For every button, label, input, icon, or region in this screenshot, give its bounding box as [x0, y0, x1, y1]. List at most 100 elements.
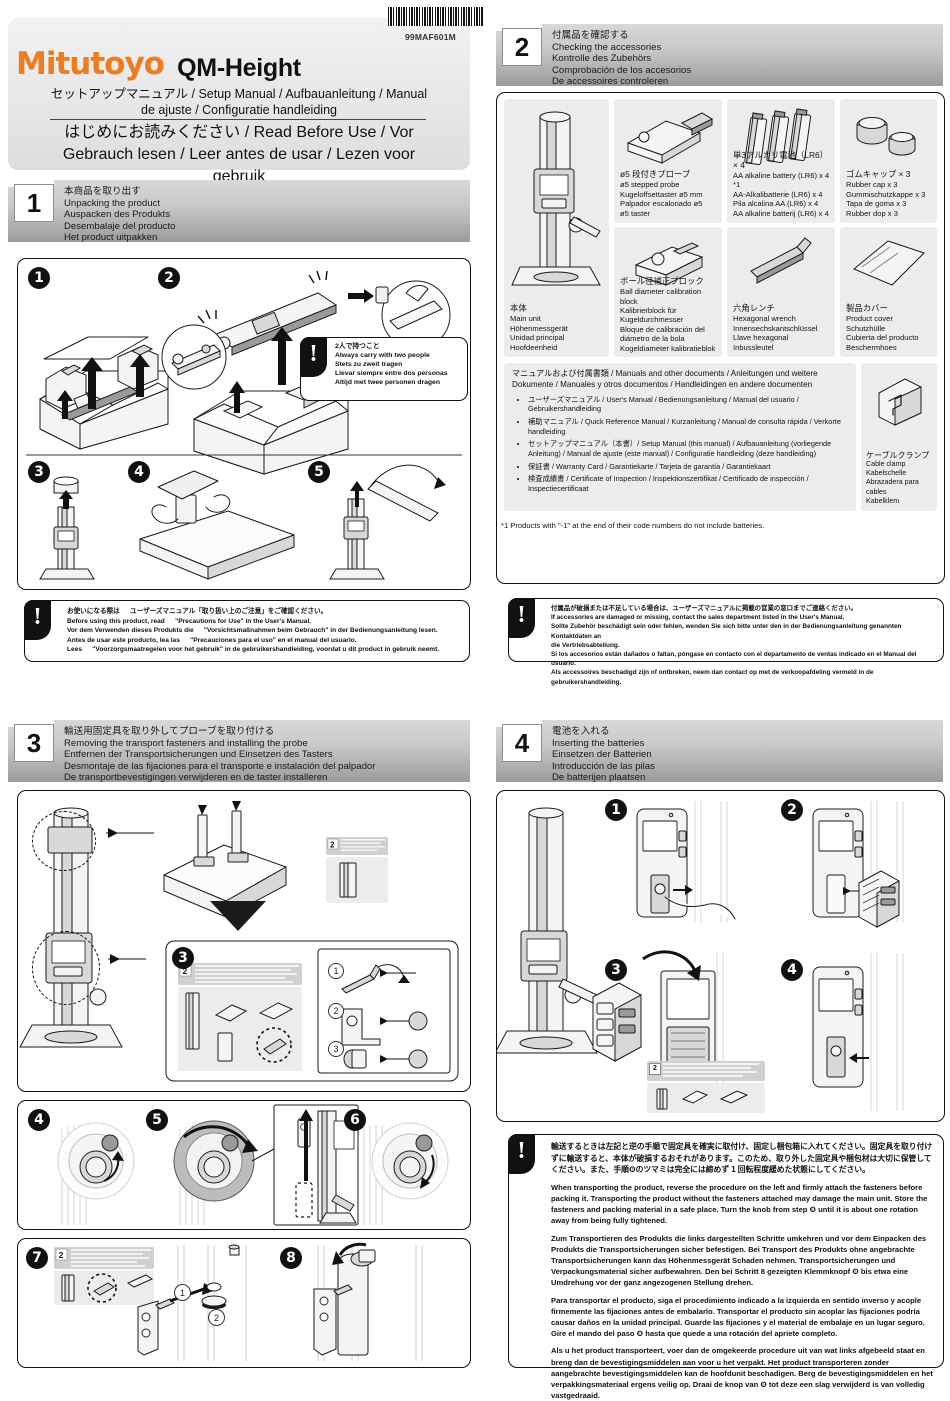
- document-item: 保証書 / Warranty Card / Garantiekarte / Ta…: [528, 462, 850, 471]
- barcode: [388, 7, 483, 26]
- step-badge-2: 2: [781, 799, 803, 821]
- caution-accessories: 付属品が破損または不足している場合は、ユーザーズマニュアルに掲載の営業の窓口まで…: [508, 597, 944, 686]
- caution-transport-en: When transporting the product, reverse t…: [551, 1182, 928, 1226]
- section-1-illustrations: 1 2 3 4 5 2人で持つこと Always carry with two …: [17, 258, 471, 590]
- section-3-title: 輸送用固定具を取り外してプローブを取り付ける Removing the tran…: [64, 726, 376, 784]
- substep-3: 3: [328, 1041, 344, 1057]
- product-cover-artwork: [853, 240, 925, 286]
- documents-list: ユーザーズマニュアル / User's Manual / Bedienungsa…: [518, 395, 850, 493]
- step-badge-2: 2: [158, 267, 180, 289]
- cable-clamp-artwork: [878, 378, 922, 426]
- mini-ref-artwork: [656, 1088, 749, 1110]
- manual-type-languages: セットアップマニュアル / Setup Manual / Aufbauanlei…: [50, 87, 428, 117]
- section-4-header: 4 電池を入れる Inserting the batteries Einsetz…: [496, 720, 943, 784]
- section-3-top-panel: 2 2: [17, 790, 471, 1092]
- exclamation-icon: [24, 599, 51, 640]
- section-4-panel: 1 2 3 4 2: [496, 790, 945, 1122]
- section-3-bottom-artwork: 2: [54, 1242, 423, 1361]
- step-badge-5: 5: [146, 1109, 168, 1131]
- section-2-title: 付属品を確認する Checking the accessories Kontro…: [552, 30, 692, 88]
- section-1-title: 本商品を取り出す Unpacking the product Auspacken…: [64, 186, 176, 244]
- caution-transport-jp: 輸送するときは左記と逆の手順で固定具を確実に取付け、固定し梱包箱に入れてください…: [551, 1142, 933, 1175]
- step-badge-3: 3: [605, 959, 627, 981]
- document-item: 検査成績書 / Certificate of Inspection / Insp…: [528, 474, 850, 493]
- highlight-top-fastener: [32, 811, 96, 871]
- section-2-header: 2 付属品を確認する Checking the accessories Kont…: [496, 24, 943, 88]
- document-item: 補助マニュアル / Quick Reference Manual / Kurza…: [528, 417, 850, 436]
- caution-transport-es: Para transportar el producto, siga el pr…: [551, 1295, 925, 1339]
- step-badge-5: 5: [308, 461, 330, 483]
- battery-footnote: *1 Products with "-1" at the end of thei…: [501, 521, 765, 530]
- caution-transport-nl: Als u het product transporteert, voer da…: [551, 1346, 933, 1401]
- step-badge-4: 4: [28, 1109, 50, 1131]
- mitutoyo-logo: Mitutoyo: [16, 46, 165, 82]
- hex-wrench-artwork: [750, 237, 812, 284]
- substep-1: 1: [174, 1284, 191, 1301]
- section-1-artwork: [26, 270, 462, 580]
- read-before-use-languages: はじめにお読みください / Read Before Use / Vor Gebr…: [62, 124, 416, 185]
- caution-accessories-text: 付属品が破損または不足している場合は、ユーザーズマニュアルに掲載の営業の窓口まで…: [551, 605, 917, 686]
- svg-text:2: 2: [183, 966, 188, 976]
- step-badge-1: 1: [28, 267, 50, 289]
- caution-transport-de: Zum Transportieren des Produkts die link…: [551, 1233, 927, 1288]
- exclamation-icon: [508, 597, 535, 638]
- section-3-knob-panel: 4 5 6: [17, 1100, 471, 1230]
- section-3-knob-artwork: [57, 1104, 449, 1226]
- title-divider: [50, 119, 426, 120]
- calibration-block-artwork: [634, 242, 704, 286]
- product-name: QM-Height: [177, 54, 301, 82]
- svg-text:2: 2: [330, 841, 335, 850]
- step-badge-4: 4: [128, 461, 150, 483]
- section-4-artwork: [497, 801, 904, 1111]
- mini-reference-card: 2: [647, 1061, 765, 1113]
- section-4-title: 電池を入れる Inserting the batteries Einsetzen…: [552, 726, 655, 784]
- document-item: セットアップマニュアル（本書）/ Setup Manual (this manu…: [528, 439, 850, 458]
- step-badge-3: 3: [172, 947, 194, 969]
- step-badge-8: 8: [280, 1247, 302, 1269]
- substep-2: 2: [208, 1309, 225, 1326]
- step-badge-7: 7: [26, 1247, 48, 1269]
- section-3-bottom-panel: 2: [17, 1238, 471, 1368]
- section-1-header: 1 本商品を取り出す Unpacking the product Auspack…: [8, 180, 470, 244]
- exclamation-icon: [508, 1133, 535, 1174]
- rubber-cap-artwork: [856, 117, 916, 156]
- caution-read-manual: お使いになる際は ユーザーズマニュアル「取り扱い上のご注意」をご確認ください。 …: [24, 599, 470, 662]
- documents-heading: マニュアルおよび付属書類 / Manuals and other documen…: [512, 369, 818, 389]
- section-3-number: 3: [14, 724, 54, 762]
- step-badge-3: 3: [28, 461, 50, 483]
- section-4-number: 4: [502, 724, 542, 762]
- substep-2: 2: [328, 1003, 344, 1019]
- step-badge-1: 1: [605, 799, 627, 821]
- document-code: 99MAF601M: [405, 32, 456, 42]
- documents-cell: マニュアルおよび付属書類 / Manuals and other documen…: [504, 363, 856, 511]
- stepped-probe-artwork: [626, 112, 714, 164]
- substep-1: 1: [328, 963, 344, 979]
- caution-two-people: 2人で持つこと Always carry with two people Ste…: [300, 336, 468, 401]
- document-item: ユーザーズマニュアル / User's Manual / Bedienungsa…: [528, 395, 850, 414]
- section-1-number: 1: [14, 184, 54, 222]
- mini-ref-number: 2: [649, 1063, 661, 1075]
- svg-text:2: 2: [59, 1250, 64, 1260]
- step-badge-4: 4: [781, 959, 803, 981]
- aa-battery-artwork: [744, 108, 812, 166]
- main-unit-artwork: [511, 111, 601, 286]
- caution-two-people-text: 2人で持つこと Always carry with two people Ste…: [335, 343, 448, 386]
- title-block: Mitutoyo QM-Height セットアップマニュアル / Setup M…: [8, 18, 470, 185]
